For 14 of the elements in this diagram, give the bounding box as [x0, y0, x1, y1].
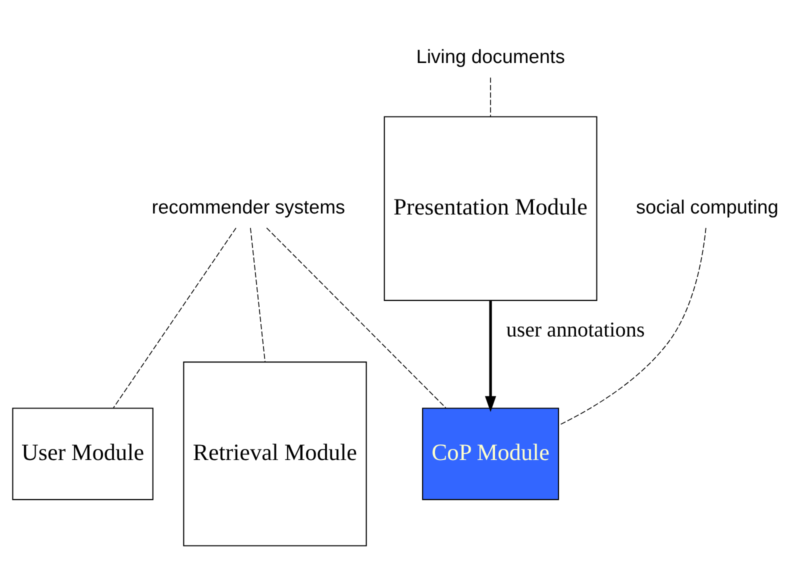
- connector: [558, 227, 706, 426]
- node-box: User Module: [12, 408, 154, 500]
- connector: [266, 228, 446, 408]
- node-text: Living documents: [416, 47, 565, 68]
- node-box: CoP Module: [422, 408, 560, 500]
- node-text: social computing: [636, 197, 778, 218]
- connector: [490, 77, 491, 117]
- arrow: [484, 300, 496, 412]
- node-box: Presentation Module: [384, 116, 598, 301]
- node-box: Retrieval Module: [183, 362, 367, 546]
- connector: [250, 228, 266, 362]
- connector: [113, 228, 236, 408]
- edge-label: user annotations: [506, 318, 645, 342]
- node-text: recommender systems: [152, 197, 346, 218]
